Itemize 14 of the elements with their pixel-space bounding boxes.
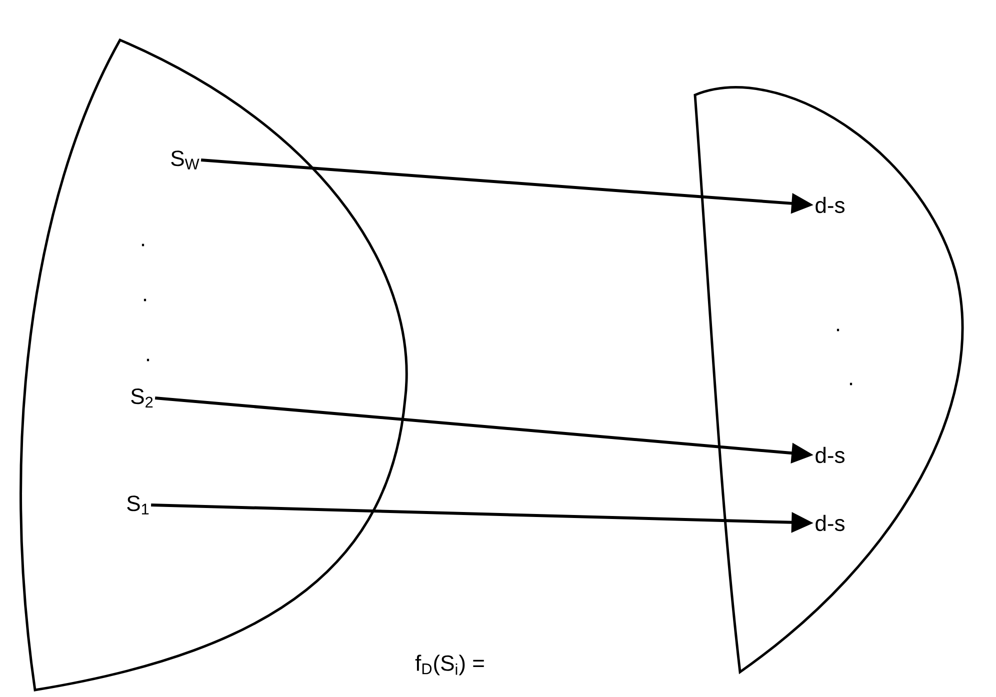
ellipsis-dot: .: [142, 244, 144, 246]
image-element: d-s: [816, 196, 844, 214]
image-element: d-s: [816, 514, 844, 532]
blob-shape: [694, 86, 964, 674]
set-element: S$_{1}$: [127, 496, 149, 514]
ellipsis-dot: .: [144, 298, 146, 302]
formula-label: f$_{D}$(S$_{i}$) =: [415, 654, 484, 676]
ellipsis-dot: .: [836, 328, 840, 332]
set-element: S$_{2}$: [131, 388, 153, 408]
ellipsis-dot: .: [850, 382, 852, 386]
blob-shape: [20, 38, 408, 692]
image-element: d-s: [816, 446, 844, 464]
set-element: S$_{W}$: [171, 150, 200, 170]
ellipsis-dot: .: [146, 358, 150, 362]
